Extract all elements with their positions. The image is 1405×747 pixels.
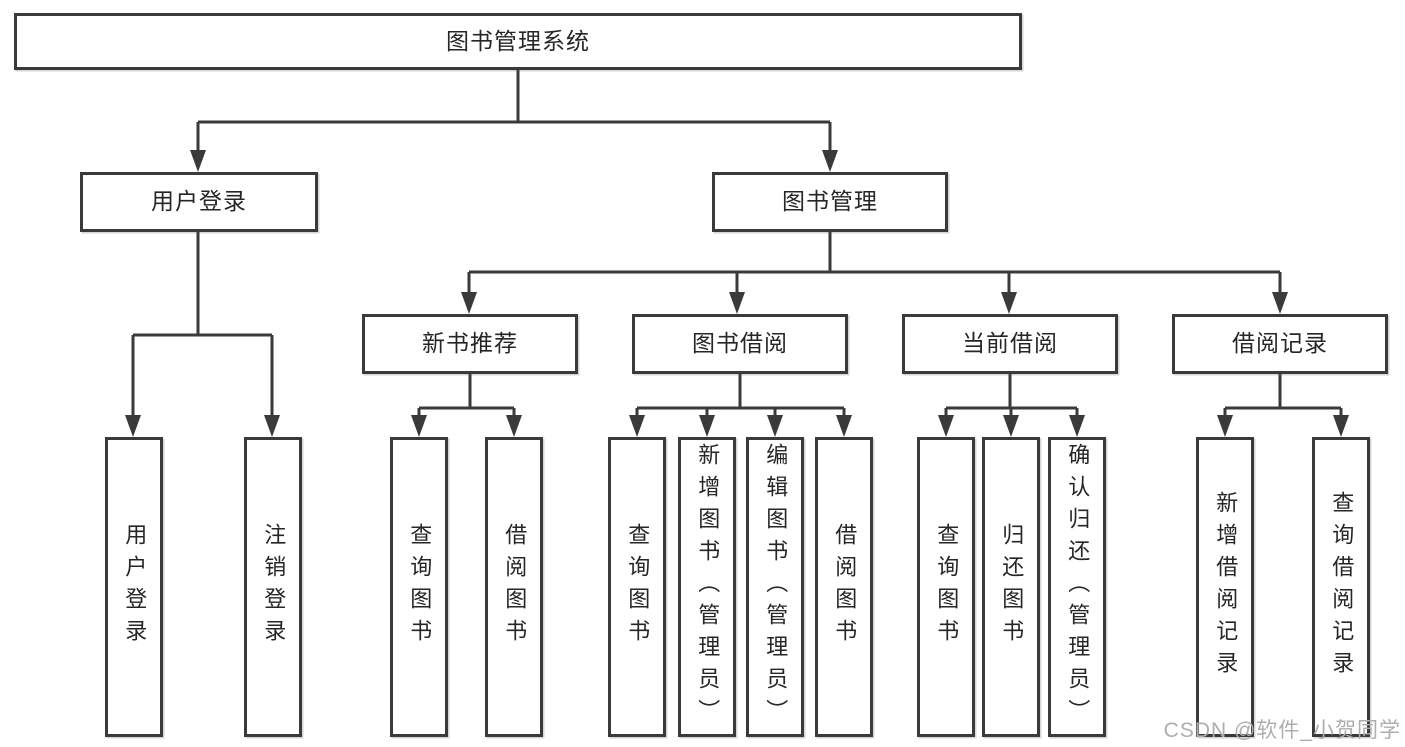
leaf-label: 新增借阅记录 xyxy=(1213,491,1239,683)
node-leaf-borrow-books-recommend: 借阅图书 xyxy=(485,437,543,737)
node-leaf-logout: 注销登录 xyxy=(244,437,302,737)
leaf-label: 确认归还（管理员） xyxy=(1065,443,1091,731)
leaf-label: 编辑图书（管理员） xyxy=(763,443,789,731)
node-borrowing-records: 借阅记录 xyxy=(1172,314,1388,374)
node-leaf-add-borrow-record: 新增借阅记录 xyxy=(1196,437,1254,737)
node-book-management: 图书管理 xyxy=(712,172,948,232)
leaf-label: 查询图书 xyxy=(934,523,960,651)
leaf-label: 借阅图书 xyxy=(832,523,858,651)
leaf-label: 查询借阅记录 xyxy=(1329,491,1355,683)
leaf-label: 查询图书 xyxy=(407,523,433,651)
node-leaf-query-books-current: 查询图书 xyxy=(917,437,975,737)
csdn-watermark: CSDN @软件_小贺同学 xyxy=(1163,719,1401,742)
node-leaf-query-books-recommend: 查询图书 xyxy=(390,437,448,737)
node-leaf-query-books-borrowing: 查询图书 xyxy=(608,437,666,737)
leaf-label: 查询图书 xyxy=(625,523,651,651)
node-current-borrowing: 当前借阅 xyxy=(902,314,1118,374)
node-leaf-user-login: 用户登录 xyxy=(105,437,163,737)
node-leaf-confirm-return-admin: 确认归还（管理员） xyxy=(1048,437,1106,737)
leaf-label: 用户登录 xyxy=(122,523,148,651)
leaf-label: 借阅图书 xyxy=(502,523,528,651)
node-new-book-recommend: 新书推荐 xyxy=(362,314,578,374)
node-root-system: 图书管理系统 xyxy=(14,13,1022,70)
node-leaf-query-borrow-record: 查询借阅记录 xyxy=(1312,437,1370,737)
node-user-login: 用户登录 xyxy=(80,172,318,232)
node-leaf-borrow-books-borrowing: 借阅图书 xyxy=(815,437,873,737)
node-leaf-return-books: 归还图书 xyxy=(982,437,1040,737)
node-book-borrowing: 图书借阅 xyxy=(632,314,848,374)
node-leaf-add-books-admin: 新增图书（管理员） xyxy=(678,437,736,737)
leaf-label: 注销登录 xyxy=(261,523,287,651)
leaf-label: 新增图书（管理员） xyxy=(695,443,721,731)
node-leaf-edit-books-admin: 编辑图书（管理员） xyxy=(746,437,804,737)
leaf-label: 归还图书 xyxy=(999,523,1025,651)
